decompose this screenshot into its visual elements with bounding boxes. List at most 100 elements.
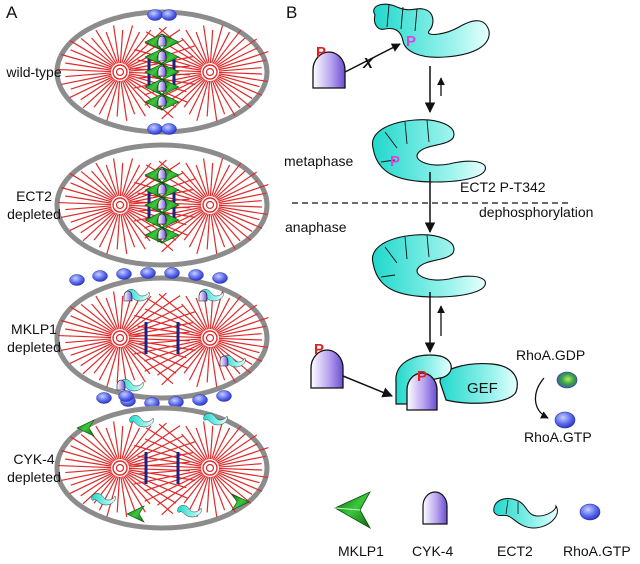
microtubule [130,334,202,339]
ect2-body [371,119,486,183]
rhoa-blob [164,267,180,279]
microtubule [161,211,205,253]
microtubule [209,162,214,197]
microtubule [91,303,116,331]
microtubule [58,334,112,339]
ect2-body [373,3,490,58]
mklp1-icon [126,505,145,523]
rhoa-blob [188,269,204,281]
cell-label-1: depleted [7,206,61,222]
microtubule [65,195,112,204]
microtubule [217,208,263,229]
microtubule [80,343,114,367]
microtubule [137,455,202,467]
microtubule [70,341,112,356]
microtubule [215,433,246,462]
microtubule [69,436,114,463]
microtubule [98,346,118,381]
spindle [58,267,269,409]
microtubule [116,346,121,383]
microtubule [158,160,205,199]
microtubule [213,79,236,117]
ect2-cyk4-complex [395,354,518,411]
panel-label-b: B [286,3,297,22]
microtubule [185,29,207,65]
microtubule [80,433,115,462]
microtubule [127,341,188,369]
legend-label-ect2: ECT2 [497,543,533,559]
microtubule [124,425,152,461]
microtubule [185,425,207,461]
microtubule [158,423,205,462]
microtubule [58,464,112,469]
microtubule [188,213,208,248]
cyk4-icon [157,80,167,92]
microtubule [121,421,134,460]
cyk4-icon [123,290,133,302]
microtubule [215,303,246,332]
microtubule [137,338,202,345]
microtubule [210,213,218,254]
microtubule [128,339,196,351]
ect2-metaphase [371,119,486,183]
microtubule [95,425,117,461]
microtubule [120,213,128,254]
cyk4-icon [157,213,167,225]
microtubule [106,476,119,518]
microtubule [218,204,262,208]
exchange-arrow [534,377,549,419]
cyk4-icon [116,379,126,391]
microtubule [65,205,112,211]
rhoa-blob [161,9,177,21]
rhoa-blob [69,274,85,286]
ect2-domain-divider [404,236,408,260]
microtubule [144,341,202,362]
microtubule [218,67,262,72]
cyk4-free-bottom [310,349,344,389]
microtubule [144,471,202,492]
microtubule [70,208,112,223]
microtubule [183,345,206,374]
microtubule [181,303,206,331]
microtubule [70,471,112,486]
microtubule [218,200,262,205]
microtubule [65,328,112,337]
ect2-domain-divider [426,119,430,143]
microtubule [217,75,263,96]
microtubule [158,27,205,66]
cyk4-icon [157,228,167,240]
microtubule [213,475,236,513]
microtubule [125,26,167,66]
microtubule [93,345,116,374]
legend-label-cyk4: CYK-4 [412,543,453,559]
phosphate-label-complex: P [417,368,427,385]
microtubule [65,468,112,474]
microtubule [105,297,119,330]
microtubule [216,473,253,495]
microtubule [121,158,134,197]
microtubule [218,192,267,204]
cyk4-icon [157,168,167,180]
microtubule [69,472,113,495]
microtubule [98,213,118,248]
microtubule [213,212,236,250]
microtubule [69,342,113,365]
microtubule [80,170,115,199]
microtubule [206,80,211,117]
mklp1-icon [76,419,95,437]
microtubule [82,474,115,505]
centriole [205,67,215,77]
microtubule [218,206,268,216]
microtubule [60,469,112,482]
ect2-domain-divider [380,274,396,278]
microtubule [69,76,113,99]
microtubule [93,79,116,108]
microtubule [105,164,119,197]
microtubule [105,427,119,460]
microtubule [211,421,224,460]
ect2-domain-divider [386,4,390,28]
microtubule [82,211,115,242]
microtubule [161,344,205,386]
microtubule [121,25,134,64]
